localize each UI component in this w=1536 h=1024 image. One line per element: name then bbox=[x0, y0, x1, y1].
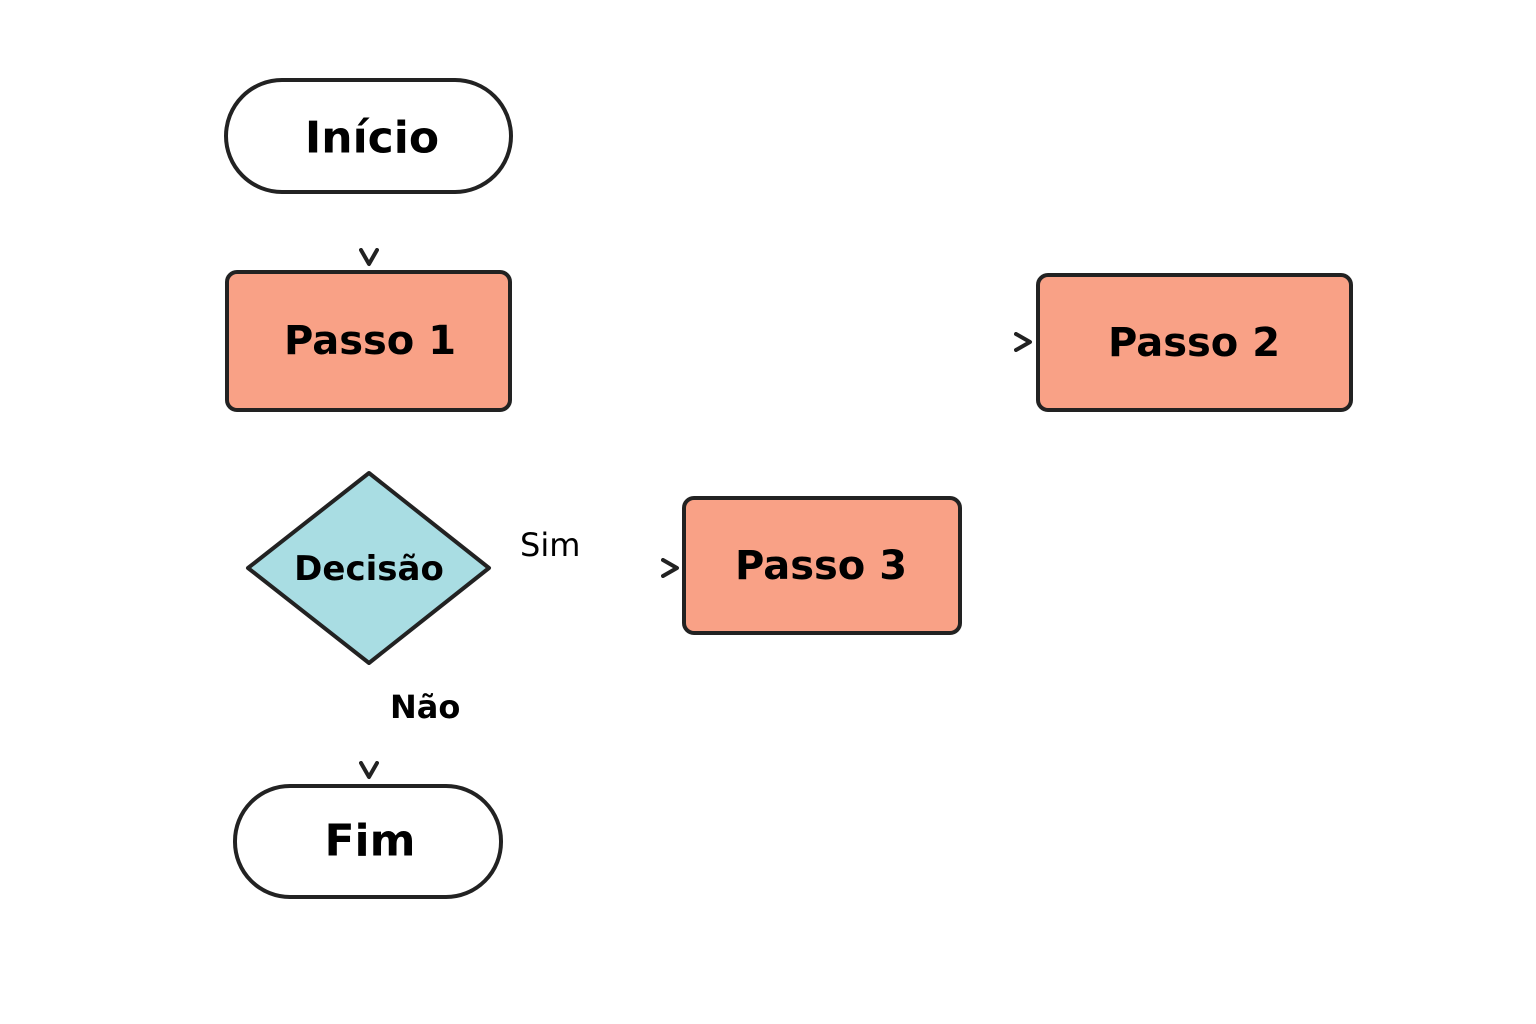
node-passo2-label: Passo 2 bbox=[1108, 320, 1280, 366]
node-inicio-label: Início bbox=[305, 113, 439, 164]
node-passo3: Passo 3 bbox=[682, 496, 962, 635]
node-decisao: Decisão bbox=[246, 471, 491, 665]
process-shape bbox=[1036, 273, 1353, 412]
node-fim: Fim bbox=[233, 784, 503, 899]
node-passo1: Passo 1 bbox=[225, 270, 512, 412]
process-shape bbox=[225, 270, 512, 412]
terminal-shape bbox=[233, 784, 503, 899]
process-shape bbox=[682, 496, 962, 635]
node-decisao-label: Decisão bbox=[294, 549, 444, 589]
node-inicio: Início bbox=[224, 78, 513, 194]
node-passo1-label: Passo 1 bbox=[284, 318, 456, 364]
edge-passo3-to-fim bbox=[502, 634, 822, 842]
node-passo3-label: Passo 3 bbox=[735, 543, 907, 589]
node-fim-label: Fim bbox=[325, 816, 416, 867]
edge-passo2-to-passo3 bbox=[961, 411, 1195, 568]
node-passo2: Passo 2 bbox=[1036, 273, 1353, 412]
terminal-shape bbox=[224, 78, 513, 194]
decision-shape bbox=[246, 471, 491, 665]
edge-label-sim: Sim bbox=[520, 526, 580, 564]
edge-label-nao: Não bbox=[390, 688, 460, 726]
